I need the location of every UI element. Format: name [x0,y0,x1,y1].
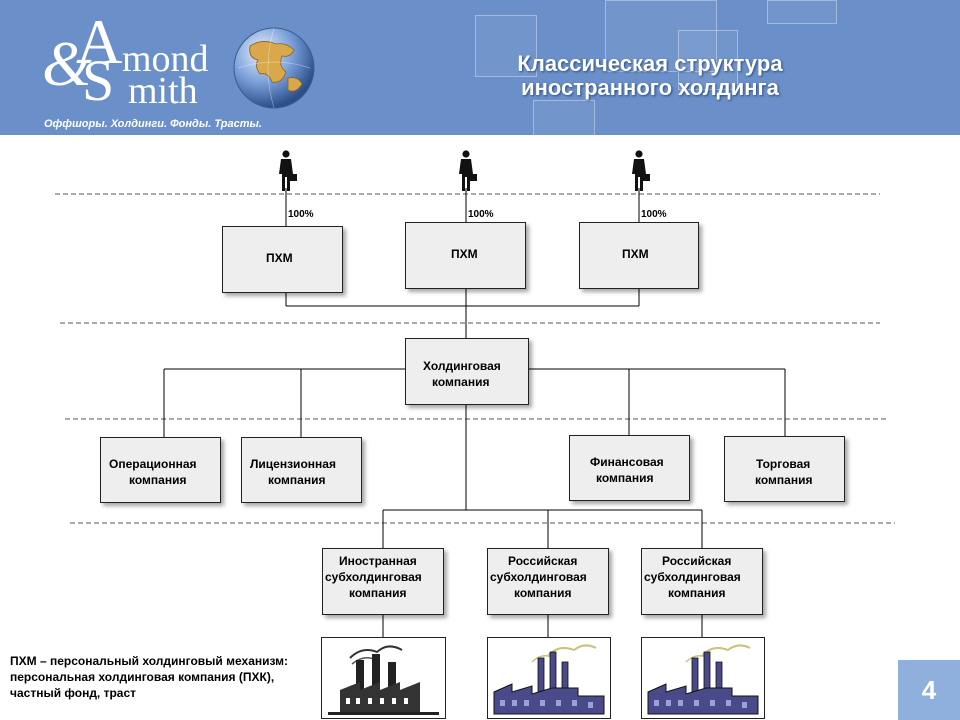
factory-icon [487,637,611,719]
decor-square [767,0,837,24]
logo-letter-a: A [76,6,123,77]
subholding-label-line2: субхолдинговая [490,570,587,584]
decor-square [475,15,537,77]
logo-letter-s: S [82,48,115,113]
phm-box: ПХМ [405,222,526,289]
subholding-label-line1: Иностранная [339,554,417,568]
subholding-label-line3: компания [349,586,407,600]
page-number: 4 [898,660,960,720]
ownership-percent: 100% [641,209,667,220]
subholding-label-line2: субхолдинговая [644,570,741,584]
holding-company-label-line1: Холдинговая [423,359,501,373]
factory-icon [641,637,765,719]
ownership-percent: 100% [468,209,494,220]
phm-box: ПХМ [579,222,699,289]
subsidiary-label-line2: компания [268,473,326,487]
subsidiary-box: Операционная компания [100,437,221,503]
subsidiary-label-line1: Операционная [109,457,197,471]
person-icon [459,150,477,191]
phm-box: ПХМ [222,226,343,293]
subsidiary-box: Лицензионная компания [241,437,362,503]
subsidiary-label-line2: компания [596,471,654,485]
phm-box-label: ПХМ [622,247,649,261]
subholding-label-line3: компания [514,586,572,600]
subholding-box: Российская субхолдинговая компания [641,548,763,615]
subholding-box: Иностранная субхолдинговая компания [322,548,444,615]
ownership-percent: 100% [288,209,314,220]
subsidiary-label-line1: Лицензионная [250,457,336,471]
subsidiary-label-line2: компания [755,473,813,487]
decor-square [533,100,595,135]
header-banner: & A S mond mith Оффшоры. Холдинги. Фонды… [0,0,960,135]
subsidiary-label-line2: компания [129,473,187,487]
holding-company-box: Холдинговая компания [405,338,529,405]
person-icon [279,150,297,191]
subholding-box: Российская субхолдинговая компания [487,548,609,615]
subsidiary-box: Финансовая компания [569,435,690,501]
subholding-label-line3: компания [668,586,726,600]
page-title-line1: Классическая структура [517,51,783,76]
person-icon [632,150,650,191]
logo-ampersand: & [42,28,92,99]
footnote: ПХМ – персональный холдинговый механизм:… [10,654,289,700]
page-title-line2: иностранного холдинга [521,75,779,100]
phm-box-label: ПХМ [266,251,293,265]
subholding-label-line1: Российская [508,554,578,568]
subholding-label-line1: Российская [662,554,732,568]
subsidiary-label-line1: Торговая [756,457,811,471]
holding-company-label-line2: компания [432,375,490,389]
subsidiary-label-line1: Финансовая [590,455,664,469]
globe-icon [233,27,315,109]
subsidiary-box: Торговая компания [724,436,845,502]
logo-tagline: Оффшоры. Холдинги. Фонды. Трасты. [44,118,262,130]
logo-mith: mith [128,70,198,112]
decor-square [605,0,717,72]
phm-box-label: ПХМ [451,247,478,261]
logo-mond: mond [122,38,209,80]
factory-icon [321,637,446,719]
decor-square [678,30,738,90]
subholding-label-line2: субхолдинговая [325,570,422,584]
page-title: Классическая структура иностранного холд… [470,52,830,100]
